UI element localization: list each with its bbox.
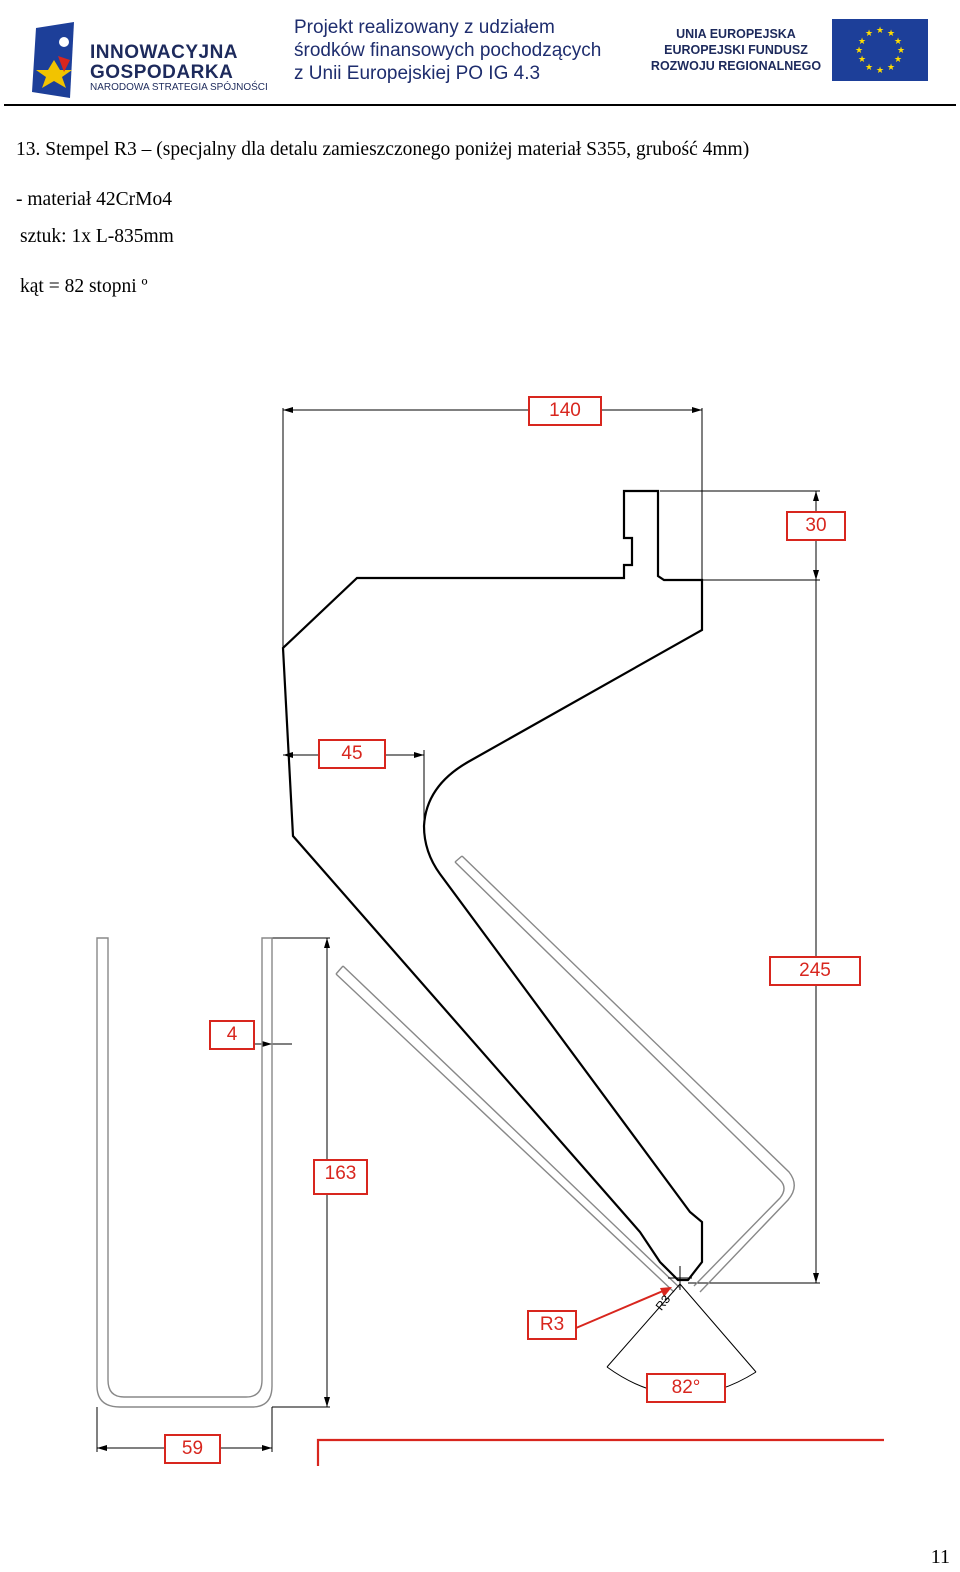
radius-leader-line bbox=[575, 1287, 671, 1329]
dim-label-245: 245 bbox=[769, 956, 861, 986]
project-text-line: środków finansowych pochodzących bbox=[294, 40, 602, 61]
innowacyjna-gospodarka-logo: INNOWACYJNA GOSPODARKA NARODOWA STRATEGI… bbox=[24, 22, 268, 102]
svg-text:★: ★ bbox=[897, 46, 905, 56]
spec-pieces: sztuk: 1x L-835mm bbox=[20, 226, 174, 247]
red-baseline bbox=[316, 1438, 884, 1466]
spec-title: 13. Stempel R3 – (specjalny dla detalu z… bbox=[16, 139, 750, 160]
page-number: 11 bbox=[930, 1546, 950, 1568]
dim-label-163: 163 bbox=[313, 1159, 368, 1195]
tip-center-mark bbox=[668, 1266, 692, 1290]
svg-text:★: ★ bbox=[887, 29, 895, 39]
dim-label-4: 4 bbox=[209, 1020, 255, 1050]
project-text-line: Projekt realizowany z udziałem bbox=[294, 17, 555, 38]
svg-text:★: ★ bbox=[865, 29, 873, 39]
punch-profile bbox=[281, 489, 704, 1282]
eu-text-line: ROZWOJU REGIONALNEGO bbox=[650, 59, 822, 73]
dim-label-140: 140 bbox=[528, 396, 602, 426]
logo-name-line2: GOSPODARKA bbox=[90, 62, 234, 83]
eu-stars-icon: ★★★ ★★★ ★★★ ★★★ bbox=[855, 26, 905, 76]
header-divider bbox=[4, 104, 956, 106]
logo-name-line3: NARODOWA STRATEGIA SPÓJNOŚCI bbox=[90, 82, 268, 93]
project-funding-text: Projekt realizowany z udziałem środków f… bbox=[294, 16, 601, 85]
project-text-line: z Unii Europejskiej PO IG 4.3 bbox=[294, 63, 541, 84]
svg-text:★: ★ bbox=[887, 63, 895, 73]
dim-label-45: 45 bbox=[318, 739, 386, 769]
dim-extension-lines bbox=[96, 408, 820, 1452]
svg-text:★: ★ bbox=[865, 63, 873, 73]
page-header: INNOWACYJNA GOSPODARKA NARODOWA STRATEGI… bbox=[0, 0, 960, 108]
dim-arrowheads bbox=[97, 407, 819, 1451]
eu-text-line: EUROPEJSKI FUNDUSZ bbox=[664, 43, 808, 57]
bent-part-v bbox=[454, 855, 795, 1293]
eu-flag-icon: ★★★ ★★★ ★★★ ★★★ bbox=[832, 19, 928, 81]
eu-fund-text: UNIA EUROPEJSKA EUROPEJSKI FUNDUSZ ROZWO… bbox=[648, 26, 824, 74]
svg-text:★: ★ bbox=[894, 55, 902, 65]
ig-logo-star-icon bbox=[32, 22, 74, 98]
eu-text-line: UNIA EUROPEJSKA bbox=[676, 27, 796, 41]
dim-label-r3: R3 bbox=[527, 1310, 577, 1340]
svg-text:★: ★ bbox=[858, 37, 866, 47]
svg-text:★: ★ bbox=[876, 26, 884, 36]
svg-text:★: ★ bbox=[876, 66, 884, 76]
u-channel-part bbox=[96, 937, 273, 1408]
dim-label-82-degrees: 82° bbox=[646, 1373, 726, 1403]
logo-name-line1: INNOWACYJNA bbox=[90, 42, 239, 63]
bent-part-v-left bbox=[335, 855, 681, 1293]
radius-leader-arrow bbox=[660, 1287, 672, 1297]
spec-angle: kąt = 82 stopni º bbox=[20, 276, 148, 297]
dim-label-30: 30 bbox=[786, 511, 846, 541]
dim-label-59: 59 bbox=[164, 1434, 221, 1464]
svg-text:★: ★ bbox=[858, 55, 866, 65]
svg-text:★: ★ bbox=[894, 37, 902, 47]
spec-material: - materiał 42CrMo4 bbox=[16, 189, 172, 210]
technical-drawing: R3 bbox=[96, 407, 884, 1466]
svg-text:★: ★ bbox=[855, 46, 863, 56]
